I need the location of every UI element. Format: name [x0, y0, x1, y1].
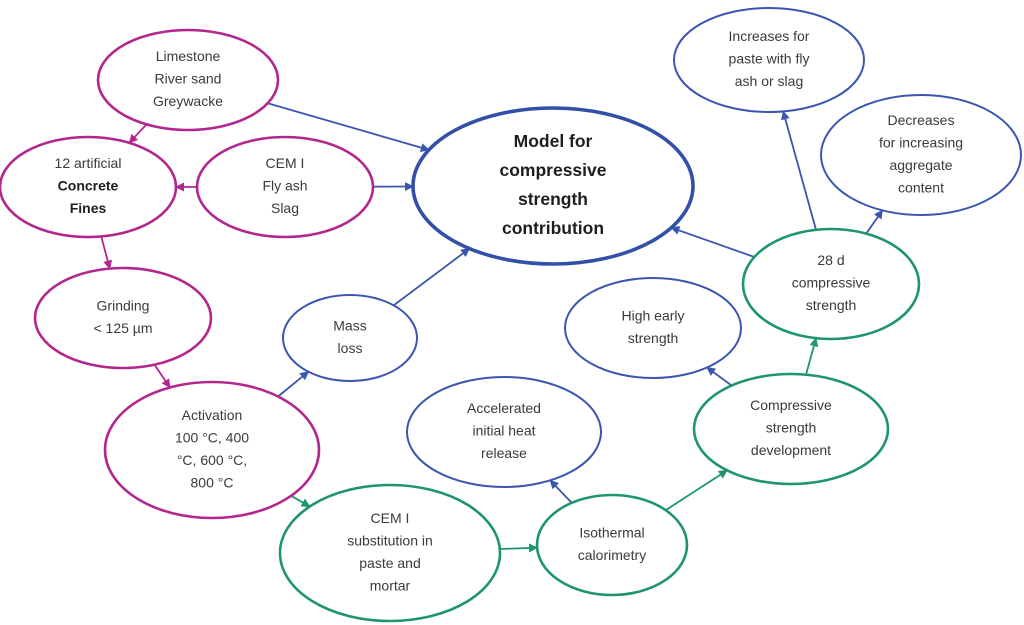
node-label-line: Decreases — [888, 112, 955, 128]
node-label-line: Fly ash — [262, 178, 307, 194]
node-ellipse — [564, 277, 742, 379]
edge-grinding-to-activation — [153, 364, 171, 389]
node-label-line: release — [481, 445, 527, 461]
node-ellipse — [103, 380, 321, 520]
edge-strength-development-to-high-early-strength — [706, 366, 733, 387]
node-label-line: Model for — [514, 131, 593, 151]
node-label-line: for increasing — [879, 135, 963, 151]
node-label-line: development — [751, 442, 831, 458]
node-label-line: 28 d — [817, 252, 844, 268]
node-label-line: substitution in — [347, 533, 433, 549]
edge-concrete-fines-to-grinding — [100, 236, 113, 270]
node-label-line: Isothermal — [579, 525, 644, 541]
edge-strength-28d-to-model — [670, 226, 755, 258]
node-label-line: CEM I — [266, 155, 305, 171]
node-heat-release: Accelerated initial heat release — [406, 376, 602, 488]
node-label-line: calorimetry — [578, 547, 646, 563]
node-label-line: strength — [628, 330, 679, 346]
node-strength-28d: 28 d compressive strength — [741, 227, 921, 341]
node-isothermal-calorimetry: Isothermal calorimetry — [535, 493, 689, 597]
node-label-line: compressive — [499, 160, 606, 180]
node-ellipse — [535, 493, 689, 597]
node-model: Model for compressive strength contribution — [411, 106, 695, 266]
node-label-line: 12 artificial — [55, 155, 122, 171]
node-label-line: initial heat — [472, 423, 535, 439]
edge-cem-substitution-to-isothermal-calorimetry — [499, 543, 538, 553]
edges-layer — [100, 102, 884, 553]
node-grinding: Grinding < 125 µm — [33, 266, 213, 370]
node-ellipse — [673, 7, 865, 113]
node-strength-development: Compressive strength development — [692, 372, 890, 486]
node-ellipse — [282, 294, 418, 382]
node-label-line: Limestone — [156, 48, 221, 64]
node-ellipse — [195, 135, 375, 239]
node-label-line: High early — [621, 308, 684, 324]
node-label-line: Grinding — [97, 298, 150, 314]
node-label-line: Concrete — [58, 178, 119, 194]
node-label-line: compressive — [792, 275, 871, 291]
node-label-line: Increases for — [729, 28, 810, 44]
node-ellipse — [406, 376, 602, 488]
node-high-early-strength: High early strength — [564, 277, 742, 379]
node-label-line: contribution — [502, 218, 604, 238]
node-label-line: strength — [766, 420, 817, 436]
node-label-line: strength — [806, 297, 857, 313]
node-decreases-aggregate: Decreases for increasing aggregate content — [820, 94, 1022, 216]
node-label-line: content — [898, 180, 944, 196]
node-increases-flyash-slag: Increases for paste with fly ash or slag — [673, 7, 865, 113]
edge-isothermal-calorimetry-to-heat-release — [549, 479, 573, 504]
node-label-line: strength — [518, 189, 588, 209]
edge-mass-loss-to-model — [393, 247, 471, 307]
node-label-line: 100 °C, 400 — [175, 430, 249, 446]
node-label-line: 800 °C — [191, 475, 234, 491]
node-ellipse — [411, 106, 695, 266]
node-label-line: aggregate — [889, 157, 952, 173]
node-label-line: CEM I — [371, 510, 410, 526]
node-label-line: Greywacke — [153, 93, 223, 109]
node-label-line: < 125 µm — [93, 320, 152, 336]
node-ellipse — [741, 227, 921, 341]
node-label-line: Compressive — [750, 397, 832, 413]
edge-strength-development-to-strength-28d — [805, 337, 819, 375]
edge-aggregates-to-model — [267, 102, 430, 152]
node-label-line: ash or slag — [735, 73, 803, 89]
node-cem-substitution: CEM I substitution in paste and mortar — [278, 483, 502, 623]
node-ellipse — [820, 94, 1022, 216]
node-label-line: Slag — [271, 200, 299, 216]
node-label-line: paste with fly — [729, 51, 810, 67]
node-ellipse — [33, 266, 213, 370]
node-ellipse — [692, 372, 890, 486]
node-label-line: River sand — [155, 71, 222, 87]
node-activation: Activation 100 °C, 400 °C, 600 °C, 800 °C — [103, 380, 321, 520]
edge-strength-28d-to-decreases-aggregate — [865, 209, 884, 235]
node-ellipse — [0, 135, 178, 239]
node-label-line: Activation — [182, 407, 243, 423]
node-label-line: mortar — [370, 578, 411, 594]
edge-aggregates-to-concrete-fines — [128, 123, 148, 144]
node-label-line: paste and — [359, 555, 421, 571]
edge-isothermal-calorimetry-to-strength-development — [665, 469, 728, 511]
node-mass-loss: Mass loss — [282, 294, 418, 382]
node-label-line: Mass — [333, 318, 366, 334]
node-ellipse — [278, 483, 502, 623]
edge-activation-to-mass-loss — [277, 371, 310, 398]
node-ellipse — [96, 28, 280, 132]
node-label-line: loss — [338, 340, 363, 356]
node-label-line: °C, 600 °C, — [177, 452, 247, 468]
edge-strength-28d-to-increases-flyash-slag — [781, 110, 817, 231]
node-label-line: Fines — [70, 200, 107, 216]
node-label-line: Accelerated — [467, 400, 541, 416]
edge-activation-to-cem-substitution — [290, 495, 311, 508]
